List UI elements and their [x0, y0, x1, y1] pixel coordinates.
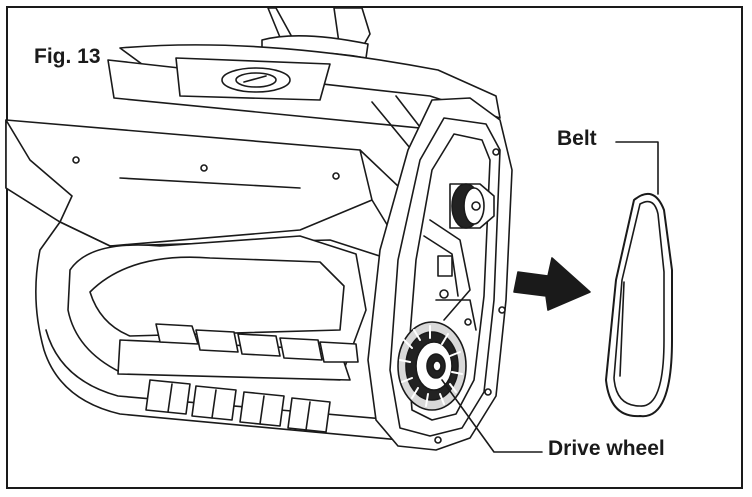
belt-loop	[605, 192, 673, 418]
belt-callout: Belt	[557, 127, 597, 150]
upper-pulley	[449, 183, 495, 229]
removal-arrow	[513, 257, 591, 311]
chute-panel	[5, 119, 401, 247]
motor-housing	[107, 44, 505, 151]
internal-linkage	[423, 219, 477, 331]
belt-leader	[615, 141, 659, 195]
figure-frame	[6, 6, 743, 489]
auger-paddles	[145, 323, 359, 433]
handle-tube	[261, 7, 371, 59]
drive-wheel-callout: Drive wheel	[548, 437, 665, 460]
figure-number: Fig. 13	[34, 45, 101, 68]
drive-wheel-leader	[441, 379, 543, 453]
drive-wheel	[397, 321, 467, 411]
